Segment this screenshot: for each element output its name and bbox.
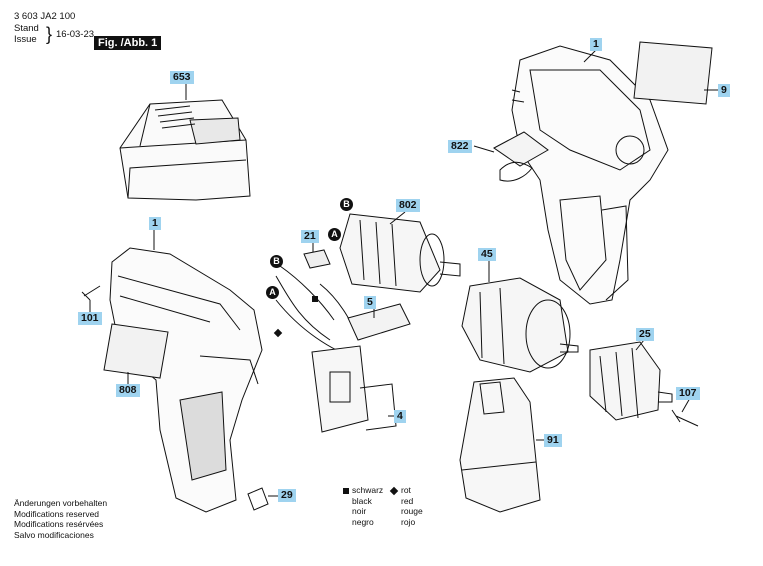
label-808-drawing xyxy=(103,323,169,379)
label-sheet-drawing xyxy=(633,41,713,105)
callout-4: 4 xyxy=(394,410,406,423)
switch-part-drawing xyxy=(493,131,549,182)
legend-black-es: negro xyxy=(352,516,374,527)
legend-black-square-icon xyxy=(343,488,349,494)
callout-29: 29 xyxy=(278,489,296,502)
note-fr: Modifications resérvées xyxy=(14,519,104,529)
legend-red-de: rot xyxy=(401,485,411,495)
part-5-drawing xyxy=(347,303,411,341)
callout-1-left: 1 xyxy=(149,217,161,230)
note-de: Änderungen vorbehalten xyxy=(14,498,108,508)
clip-29-drawing xyxy=(247,487,269,511)
marker-b-motor: B xyxy=(340,198,353,211)
issue-label: Issue xyxy=(14,34,37,45)
legend-black-de: schwarz xyxy=(352,485,384,495)
callout-653: 653 xyxy=(170,71,194,84)
legend-black-en: black xyxy=(352,495,372,506)
charger-drawing xyxy=(119,99,251,201)
motor-drawing xyxy=(339,213,461,293)
figure-label: Fig. /Abb. 1 xyxy=(94,36,162,50)
legend-red-en: red xyxy=(401,495,414,506)
housing-half-right-drawing xyxy=(511,45,669,305)
brace-glyph: } xyxy=(46,24,53,44)
marker-b-wire: B xyxy=(270,255,283,268)
modifications-note: Änderungen vorbehalten Modifications res… xyxy=(14,498,107,540)
callout-808: 808 xyxy=(116,384,140,397)
screw-101-drawing xyxy=(81,285,101,301)
note-es: Salvo modificaciones xyxy=(14,529,94,540)
callout-5: 5 xyxy=(364,296,376,309)
wiring-drawing xyxy=(275,265,361,361)
leader-lines xyxy=(89,49,718,497)
marker-a-motor: A xyxy=(328,228,341,241)
black-wire-square-icon xyxy=(312,296,318,302)
callout-822: 822 xyxy=(448,140,472,153)
callout-25: 25 xyxy=(636,328,654,341)
callout-9: 9 xyxy=(718,84,730,97)
callout-1-top: 1 xyxy=(590,38,602,51)
switch-electronics-drawing xyxy=(311,345,397,433)
legend-red-fr: rouge xyxy=(401,506,423,516)
marker-a-wire: A xyxy=(266,286,279,299)
legend-red: rot red rouge rojo xyxy=(401,485,423,527)
callout-107: 107 xyxy=(676,387,700,400)
note-en: Modifications reserved xyxy=(14,508,100,519)
legend-black-fr: noir xyxy=(352,506,367,516)
doc-number: 3 603 JA2 100 xyxy=(14,11,76,22)
stand-label: Stand xyxy=(14,23,39,34)
callout-21: 21 xyxy=(301,230,319,243)
legend-red-es: rojo xyxy=(401,516,416,527)
part-21-drawing xyxy=(303,249,331,269)
battery-drawing xyxy=(459,377,541,513)
housing-half-left-drawing xyxy=(109,247,263,513)
callout-45: 45 xyxy=(478,248,496,261)
issue-date: 16-03-23 xyxy=(56,29,95,40)
callout-91: 91 xyxy=(544,434,562,447)
chuck-drawing xyxy=(589,341,673,421)
gearbox-drawing xyxy=(461,277,579,373)
legend-black: schwarz black noir negro xyxy=(352,485,383,527)
callout-802: 802 xyxy=(396,199,420,212)
callout-101: 101 xyxy=(78,312,102,325)
screw-107-drawing xyxy=(671,409,699,427)
